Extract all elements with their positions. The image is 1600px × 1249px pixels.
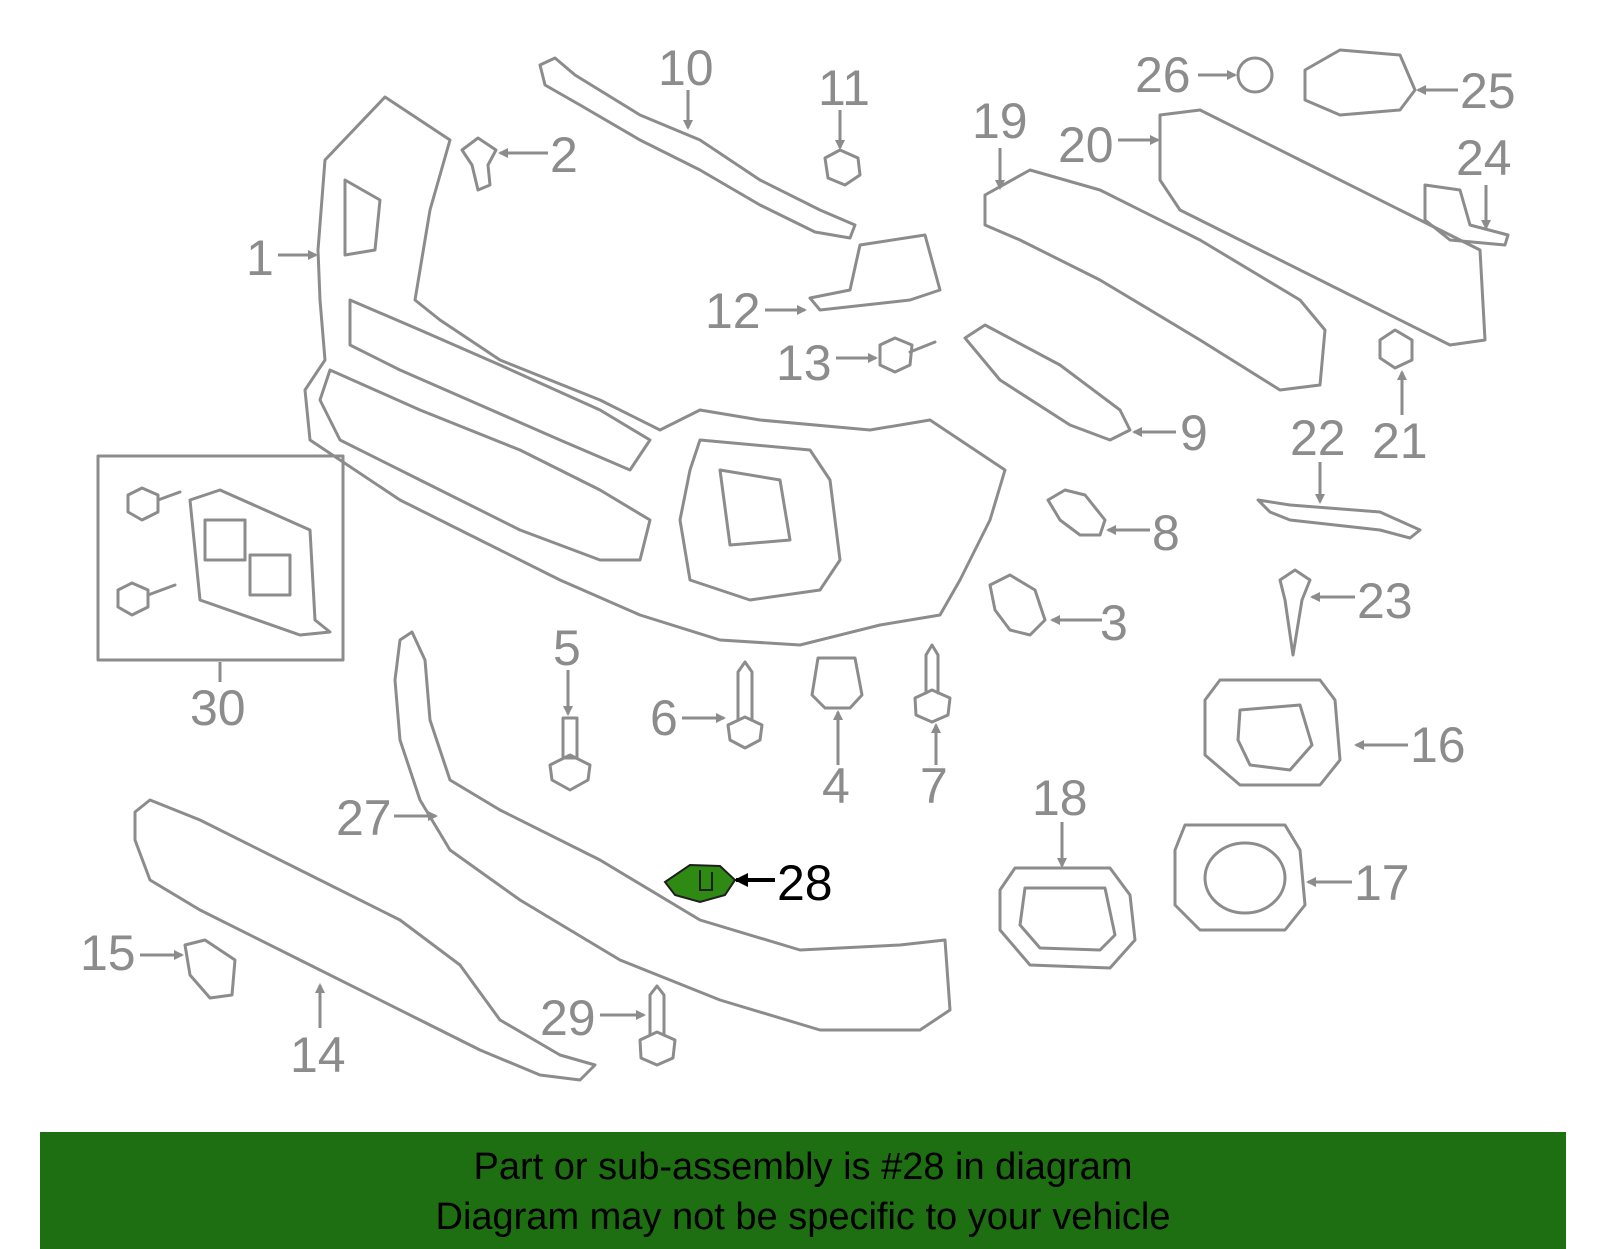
callout-16: 16 [1410,717,1466,773]
part-4-clip [810,656,864,710]
part-1-bumper-cover [303,95,1007,647]
part-13-bolt [878,336,937,374]
callout-15: 15 [80,925,136,981]
banner-line-1: Part or sub-assembly is #28 in diagram [473,1146,1133,1188]
callout-18: 18 [1032,770,1088,826]
part-17-fog-bezel [1173,823,1307,932]
callout-labels: 1 2 3 4 5 6 7 8 9 10 11 12 13 14 15 16 1… [80,40,1516,1083]
callout-20: 20 [1058,117,1114,173]
part-27-lower-cover [393,630,952,1032]
callout-11: 11 [818,60,870,116]
callout-2: 2 [550,127,578,183]
callout-3: 3 [1100,595,1128,651]
part-2-clip [460,136,498,192]
callout-13: 13 [776,335,832,391]
callout-8: 8 [1152,505,1180,561]
banner-line-2: Diagram may not be specific to your vehi… [435,1196,1171,1238]
callout-30: 30 [190,680,246,736]
part-25-sensor [1303,48,1417,117]
callout-7: 7 [920,758,948,814]
part-15-clip [183,938,237,1000]
callout-24: 24 [1456,130,1512,186]
callout-22: 22 [1290,410,1346,466]
part-6-screw [726,660,764,750]
callout-26: 26 [1135,47,1191,103]
info-banner: Part or sub-assembly is #28 in diagram D… [40,1132,1566,1249]
callout-28: 28 [777,855,833,911]
part-10-upper-retainer [538,56,857,240]
part-22-seal [1256,498,1422,540]
part-16-fog-cover [1203,678,1342,787]
part-14-lower-grille [133,798,597,1082]
part-3-clip [988,573,1047,637]
part-19-absorber [983,168,1327,392]
callout-6: 6 [650,690,678,746]
callout-arrows [140,70,1491,1028]
part-9-bracket [963,323,1132,442]
part-30-license-bracket-kit [96,454,345,662]
part-11-nut [823,148,862,187]
part-7-screw [913,643,952,724]
callout-27: 27 [336,790,392,846]
callout-21: 21 [1372,413,1428,469]
part-24-bracket [1423,183,1510,247]
part-12-bracket [808,233,942,312]
part-26-plug [1236,56,1274,94]
callout-29: 29 [540,990,596,1046]
part-20-reinforcement [1158,108,1487,347]
callout-12: 12 [705,283,761,339]
callout-1: 1 [246,230,274,286]
callout-4: 4 [822,758,850,814]
part-8-clip [1046,488,1107,537]
callout-17: 17 [1354,855,1410,911]
part-28-nut-highlighted [663,863,737,904]
callout-19: 19 [972,93,1028,149]
part-29-screw [638,984,677,1067]
callout-9: 9 [1180,405,1208,461]
callout-14: 14 [290,1027,346,1083]
callout-23: 23 [1357,573,1413,629]
callout-25: 25 [1460,63,1516,119]
part-23-rivet [1278,568,1312,657]
callout-5: 5 [553,620,581,676]
part-18-lamp-bracket [998,866,1137,970]
part-5-bolt [548,716,592,792]
part-21-nut [1378,328,1414,370]
callout-10: 10 [658,40,714,96]
